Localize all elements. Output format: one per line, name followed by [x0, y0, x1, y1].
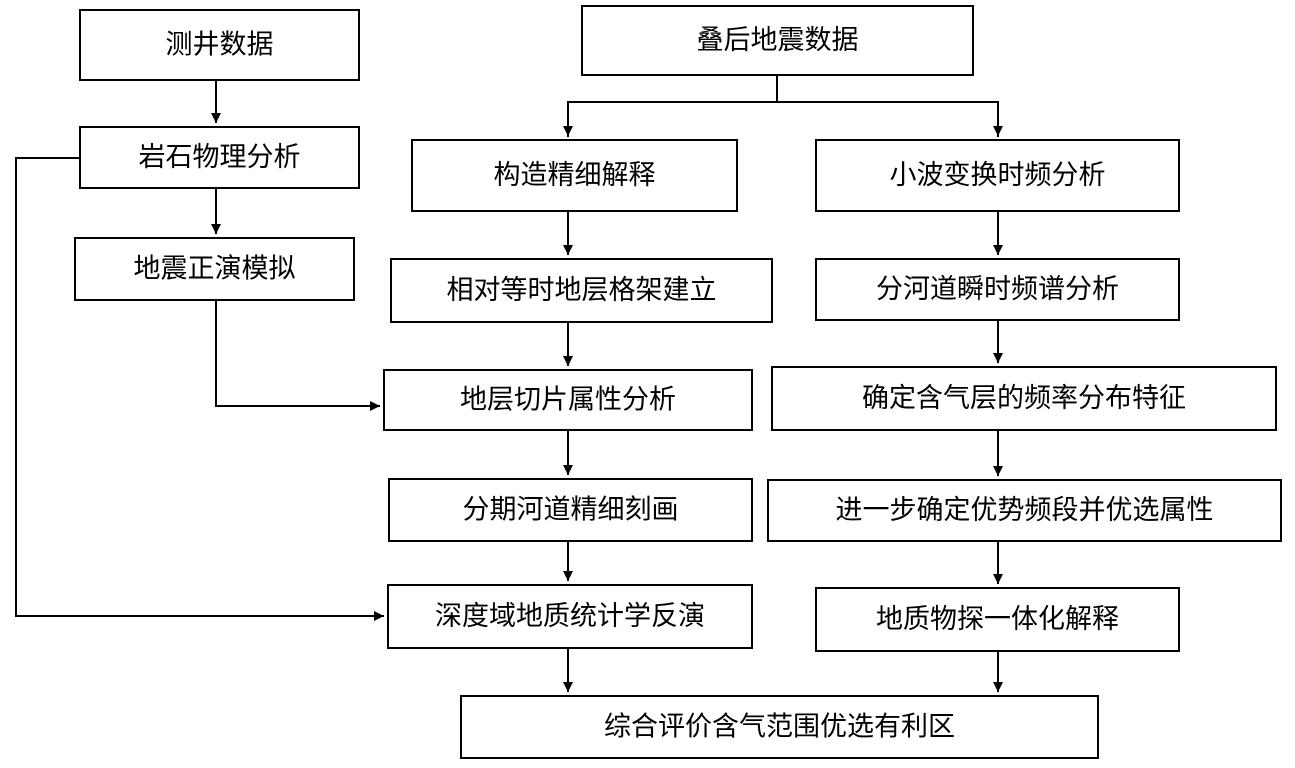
node-evaluation: 综合评价含气范围优选有利区 [460, 695, 1099, 759]
node-well-data-label: 测井数据 [166, 30, 274, 61]
node-integrated-interp-label: 地质物探一体化解释 [876, 604, 1119, 635]
node-rock-physics-label: 岩石物理分析 [139, 142, 301, 173]
seismic-split [567, 101, 999, 137]
node-forward-modeling: 地震正演模拟 [74, 237, 355, 301]
node-seismic-data: 叠后地震数据 [581, 5, 974, 76]
node-rock-physics: 岩石物理分析 [79, 126, 360, 189]
node-strat-slice-label: 地层切片属性分析 [460, 385, 676, 416]
node-wavelet-tf-label: 小波变换时频分析 [890, 160, 1106, 191]
node-strat-slice: 地层切片属性分析 [383, 369, 753, 431]
node-seismic-data-label: 叠后地震数据 [697, 25, 859, 56]
node-gas-freq: 确定含气层的频率分布特征 [771, 366, 1277, 431]
node-evaluation-label: 综合评价含气范围优选有利区 [604, 712, 955, 743]
node-channel-spectrum: 分河道瞬时频谱分析 [815, 258, 1180, 321]
node-wavelet-tf: 小波变换时频分析 [815, 139, 1180, 212]
node-channel-spectrum-label: 分河道瞬时频谱分析 [876, 274, 1119, 305]
node-forward-modeling-label: 地震正演模拟 [134, 254, 296, 285]
node-structure-interp: 构造精细解释 [411, 139, 738, 212]
node-dominant-band: 进一步确定优势频段并优选属性 [767, 479, 1282, 542]
node-integrated-interp: 地质物探一体化解释 [815, 587, 1180, 652]
node-strat-framework-label: 相对等时地层格架建立 [447, 275, 717, 306]
node-structure-interp-label: 构造精细解释 [494, 160, 656, 191]
node-channel-detail: 分期河道精细刻画 [388, 478, 753, 542]
arrow-forward-to-slice [215, 300, 380, 411]
node-geostat-inversion-label: 深度域地质统计学反演 [435, 601, 705, 632]
node-well-data: 测井数据 [79, 9, 360, 81]
node-strat-framework: 相对等时地层格架建立 [390, 258, 773, 323]
connectors [15, 75, 1003, 692]
arrow-rock-to-inversion [15, 157, 384, 621]
node-geostat-inversion: 深度域地质统计学反演 [387, 584, 753, 649]
node-dominant-band-label: 进一步确定优势频段并优选属性 [836, 495, 1214, 526]
node-gas-freq-label: 确定含气层的频率分布特征 [862, 383, 1186, 414]
node-channel-detail-label: 分期河道精细刻画 [463, 495, 679, 526]
